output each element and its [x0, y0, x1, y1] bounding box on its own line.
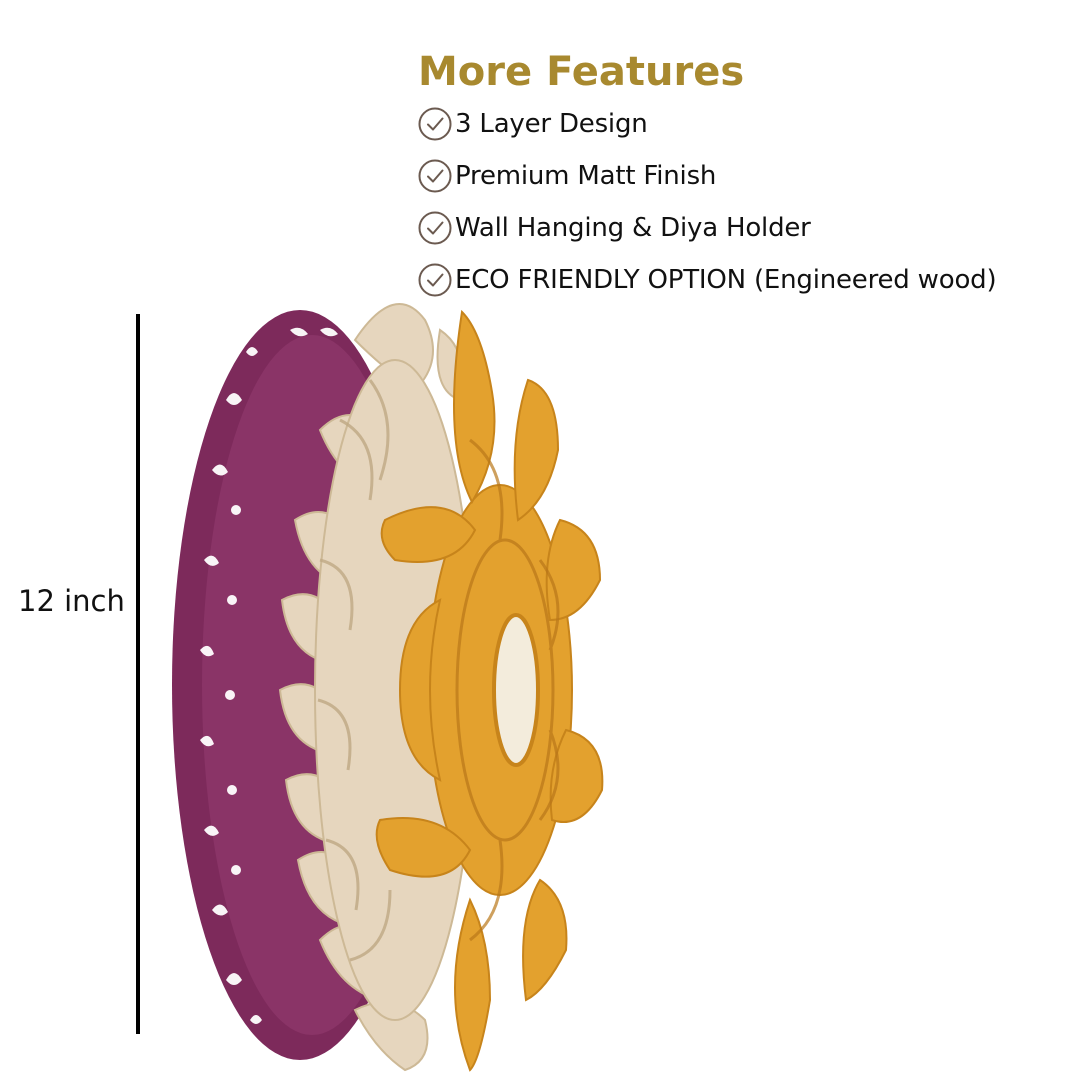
features-heading: More Features — [418, 49, 745, 95]
features-list: 3 Layer Design Premium Matt Finish Wall … — [417, 98, 997, 306]
check-circle-icon — [418, 211, 452, 245]
check-circle-icon — [418, 107, 452, 141]
dimension-line — [136, 314, 140, 1034]
check-circle-icon — [418, 159, 452, 193]
dimension-label: 12 inch — [18, 584, 125, 618]
feature-label: 3 Layer Design — [455, 109, 648, 139]
feature-label: Wall Hanging & Diya Holder — [455, 213, 811, 243]
feature-label: Premium Matt Finish — [455, 161, 717, 191]
feature-item: Wall Hanging & Diya Holder — [417, 202, 996, 254]
mandala-product-image — [172, 303, 604, 1072]
feature-item: 3 Layer Design — [417, 98, 996, 150]
center-hole — [492, 613, 540, 767]
check-circle-icon — [418, 263, 452, 297]
feature-item: ECO FRIENDLY OPTION (Engineered wood) — [417, 254, 997, 306]
feature-item: Premium Matt Finish — [417, 150, 996, 202]
feature-label: ECO FRIENDLY OPTION (Engineered wood) — [455, 265, 997, 295]
